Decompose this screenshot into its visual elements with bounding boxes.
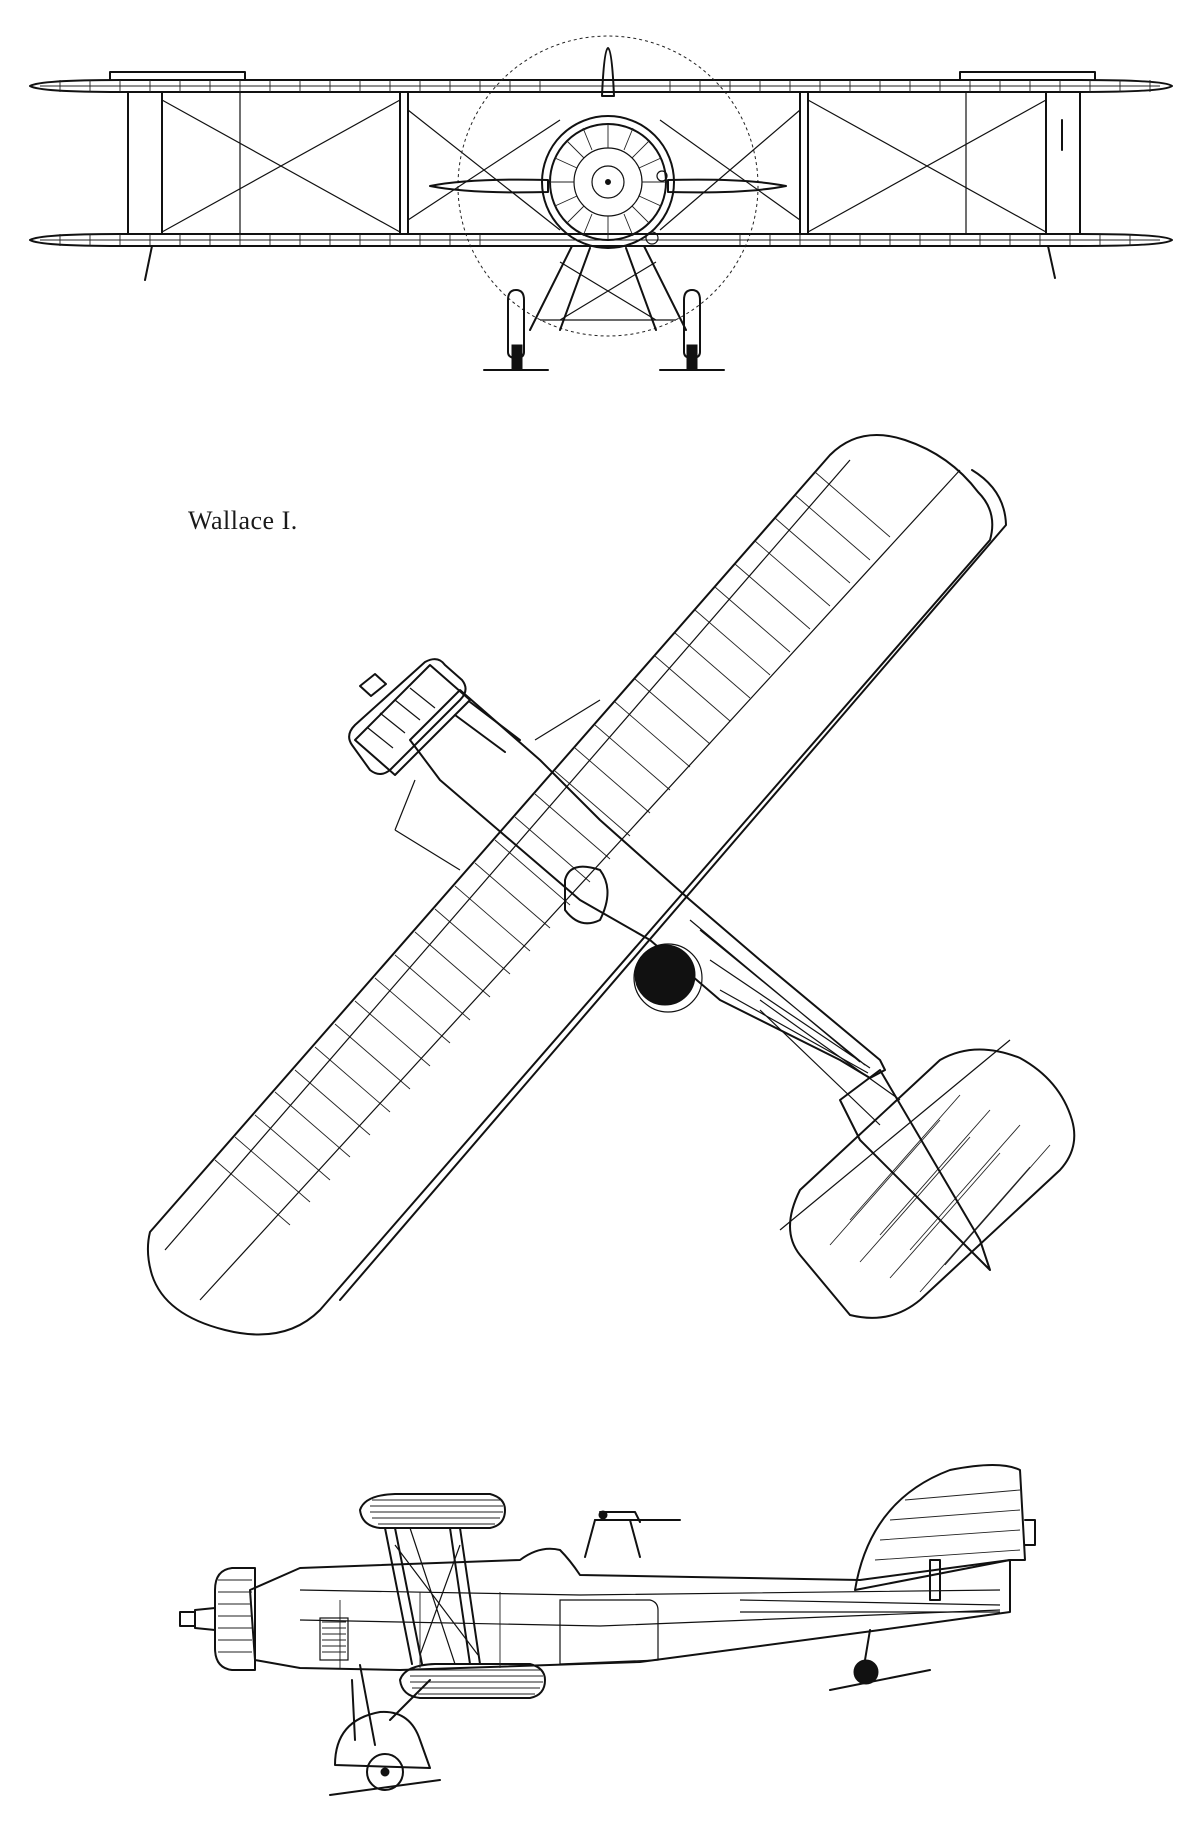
side-fuselage xyxy=(249,1547,1011,1671)
side-machine-gun xyxy=(584,1510,681,1558)
side-tail xyxy=(854,1464,1036,1601)
front-propeller-disc xyxy=(429,35,787,337)
side-undercarriage xyxy=(329,1629,931,1796)
side-engine xyxy=(179,1567,256,1671)
front-upper-wing xyxy=(29,71,1173,93)
side-interplane-struts xyxy=(384,1527,481,1665)
plan-upper-wing xyxy=(146,434,1007,1336)
plan-fuselage xyxy=(409,689,886,1079)
side-lower-wing xyxy=(399,1663,546,1699)
side-upper-wing xyxy=(359,1493,506,1529)
plan-tailplane xyxy=(779,1039,1076,1319)
plan-engine-cowling xyxy=(348,658,521,776)
front-undercarriage xyxy=(483,245,725,371)
plan-struts xyxy=(394,699,901,1126)
front-interplane-struts xyxy=(127,91,1081,281)
aircraft-title: Wallace I. xyxy=(188,506,298,535)
front-engine-cowling xyxy=(541,115,675,249)
